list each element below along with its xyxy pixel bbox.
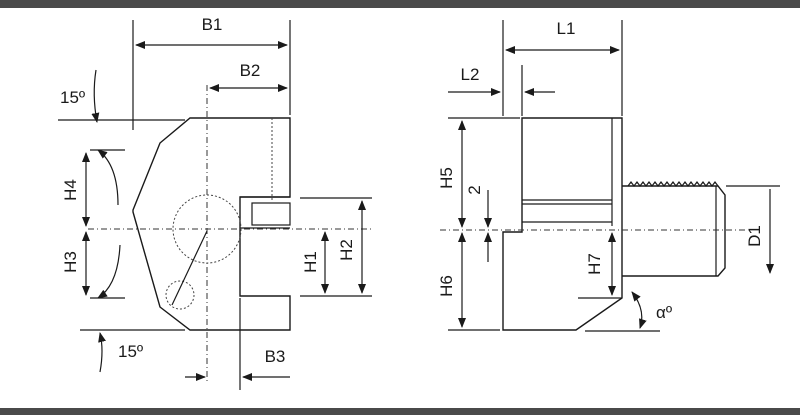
angle-top-label: 15º	[60, 88, 85, 107]
left-slot-rect	[251, 202, 291, 226]
shank-outline	[622, 185, 726, 277]
two-label: 2	[465, 185, 484, 194]
shank-threads	[627, 181, 719, 187]
l2-label: L2	[461, 65, 480, 84]
angle-top-arc	[91, 69, 100, 123]
l1-label: L1	[557, 19, 576, 38]
angle-top-arc-lower	[97, 149, 119, 206]
alpha-label: αº	[656, 303, 672, 322]
h2-label: H2	[337, 239, 356, 261]
left-small-dotted-circle	[165, 280, 195, 310]
h4-label: H4	[61, 179, 80, 201]
right-view: L1 L2 H5 H6 2 H7 D1	[437, 19, 780, 332]
b2-label: B2	[240, 61, 261, 80]
left-body-outline	[132, 117, 291, 331]
left-large-dotted-circle	[172, 194, 242, 264]
d1-label: D1	[745, 225, 764, 247]
left-diagonal-line	[171, 230, 208, 306]
alpha-arc	[631, 291, 647, 329]
angle-bottom-arc-upper	[97, 244, 121, 299]
top-border-bar	[0, 0, 800, 8]
angle-bottom-arc	[98, 332, 106, 373]
bottom-border-bar	[0, 408, 800, 415]
left-view: B1 B2 B3 H1 H2 H4 H3	[58, 15, 372, 390]
b3-label: B3	[265, 347, 286, 366]
h3-label: H3	[61, 251, 80, 273]
b1-label: B1	[202, 15, 223, 34]
h5-label: H5	[437, 167, 456, 189]
h7-label: H7	[585, 253, 604, 275]
right-body-outline	[502, 117, 623, 331]
angle-bottom-label: 15º	[118, 342, 143, 361]
h6-label: H6	[437, 275, 456, 297]
h1-label: H1	[301, 251, 320, 273]
